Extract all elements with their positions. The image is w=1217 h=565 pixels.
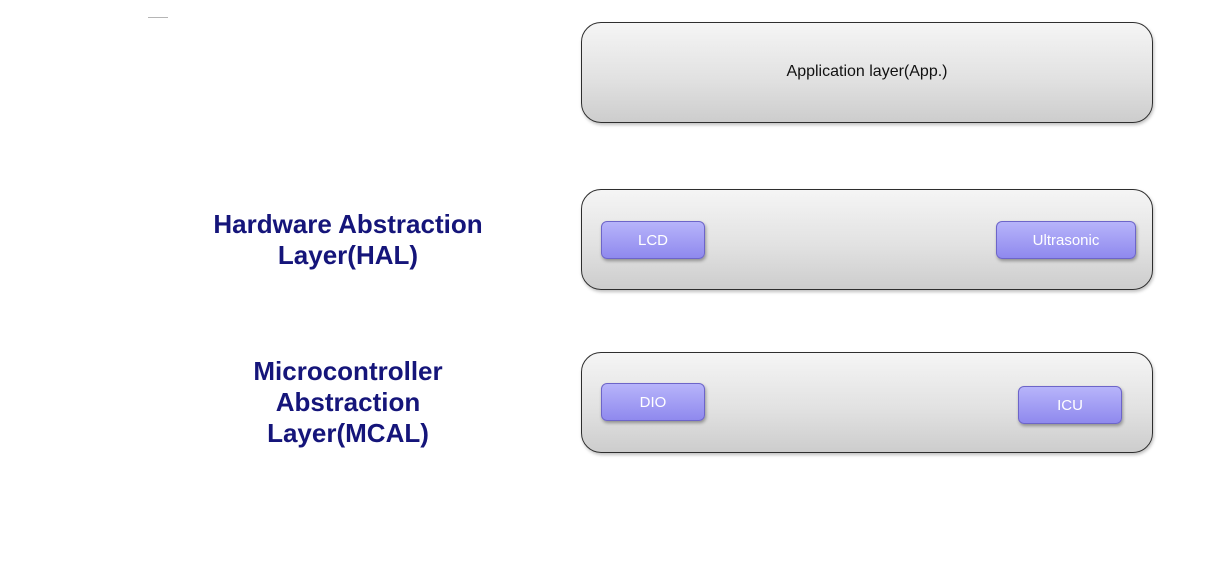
hal-title-line-2: Layer(HAL) <box>277 240 419 270</box>
lcd-module: LCD <box>601 221 705 259</box>
hal-layer-box: LCD Ultrasonic <box>581 189 1153 290</box>
mcal-title-line-1: Microcontroller <box>253 356 443 386</box>
stray-line <box>148 17 168 18</box>
ultrasonic-module: Ultrasonic <box>996 221 1136 259</box>
mcal-layer-title: Microcontroller Abstraction Layer(MCAL) <box>200 356 496 449</box>
mcal-title-line-3: Layer(MCAL) <box>267 418 429 448</box>
hal-layer-title: Hardware Abstraction Layer(HAL) <box>150 209 546 271</box>
icu-module: ICU <box>1018 386 1122 424</box>
mcal-layer-box: DIO ICU <box>581 352 1153 453</box>
dio-module: DIO <box>601 383 705 421</box>
application-layer-box: Application layer(App.) <box>581 22 1153 123</box>
hal-title-line-1: Hardware Abstraction <box>213 209 483 239</box>
mcal-title-line-2: Abstraction <box>275 387 421 417</box>
application-layer-label: Application layer(App.) <box>786 63 948 80</box>
